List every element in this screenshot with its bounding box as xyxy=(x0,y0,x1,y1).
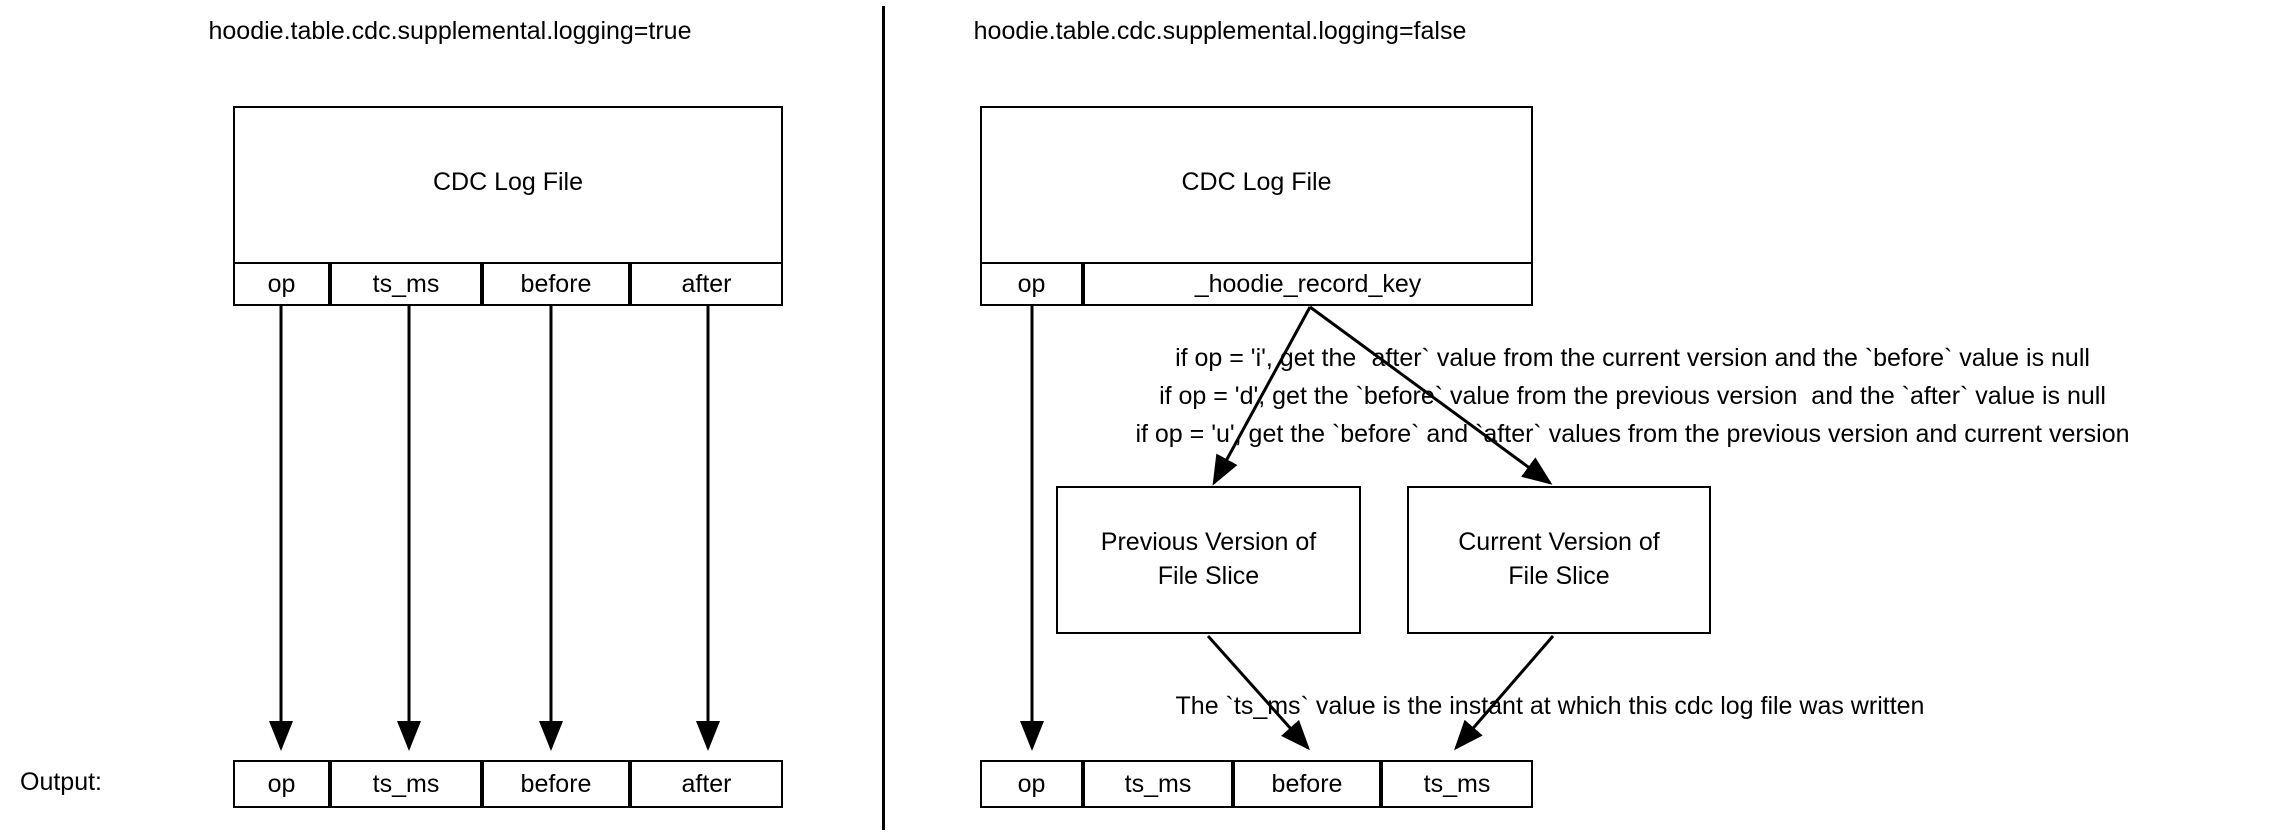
left-cdc-log-file-box: CDC Log File xyxy=(233,106,783,264)
right-cdc-log-file-label: CDC Log File xyxy=(1181,168,1332,196)
right-output-cell-op: op xyxy=(980,760,1083,808)
previous-version-box: Previous Version of File Slice xyxy=(1056,486,1361,634)
rule-note-update: if op = 'u', get the `before` and `after… xyxy=(1135,420,2130,448)
current-version-line2: File Slice xyxy=(1508,562,1610,590)
right-output-cell-before: before xyxy=(1233,760,1381,808)
left-arrows xyxy=(269,305,720,751)
right-output-cell-ts_ms-2: ts_ms xyxy=(1381,760,1533,808)
rule-note-insert: if op = 'i', get the `after` value from … xyxy=(1175,344,2090,372)
rule-note-delete: if op = 'd', get the `before` value from… xyxy=(1159,382,2106,410)
left-schema-cell-op: op xyxy=(233,262,330,306)
right-schema-cell-op: op xyxy=(980,262,1083,306)
previous-version-line1: Previous Version of xyxy=(1100,528,1317,556)
left-output-cell-after: after xyxy=(630,760,783,808)
left-output-cell-before: before xyxy=(482,760,630,808)
left-output-cell-op: op xyxy=(233,760,330,808)
left-schema-cell-after: after xyxy=(630,262,783,306)
left-panel-title: hoodie.table.cdc.supplemental.logging=tr… xyxy=(208,17,692,45)
current-version-line1: Current Version of xyxy=(1458,528,1660,556)
ts-ms-note: The `ts_ms` value is the instant at whic… xyxy=(1175,692,1925,720)
panel-divider xyxy=(882,6,885,830)
left-schema-cell-ts_ms: ts_ms xyxy=(330,262,482,306)
left-output-cell-ts_ms: ts_ms xyxy=(330,760,482,808)
right-panel-title: hoodie.table.cdc.supplemental.logging=fa… xyxy=(973,17,1467,45)
output-label: Output: xyxy=(20,768,102,796)
previous-version-line2: File Slice xyxy=(1157,562,1260,590)
right-cdc-log-file-box: CDC Log File xyxy=(980,106,1533,264)
left-schema-cell-before: before xyxy=(482,262,630,306)
right-schema-cell-hoodie-record-key: _hoodie_record_key xyxy=(1083,262,1533,306)
right-output-cell-ts_ms-1: ts_ms xyxy=(1083,760,1233,808)
current-version-box: Current Version of File Slice xyxy=(1407,486,1711,634)
left-cdc-log-file-label: CDC Log File xyxy=(432,168,584,196)
